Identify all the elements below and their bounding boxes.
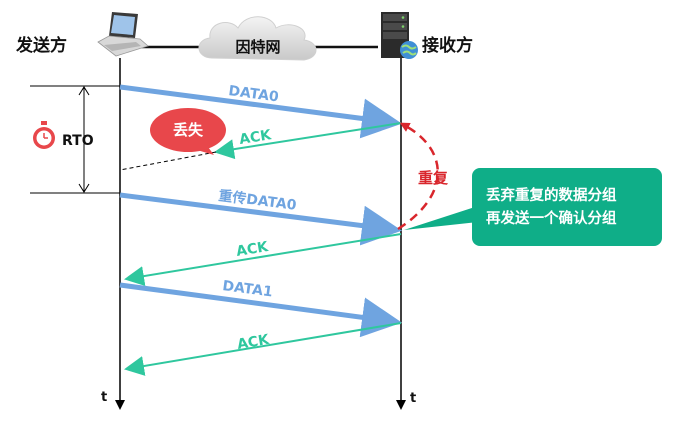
note-line1: 丢弃重复的数据分组 [486, 186, 617, 204]
ack-lost-arrow [214, 122, 402, 160]
sender-label: 发送方 [15, 35, 67, 56]
ack-lost-label: ACK [238, 127, 273, 148]
note-box [404, 168, 662, 246]
note-line2: 再发送一个确认分组 [486, 209, 617, 227]
ack-3-arrow [124, 322, 402, 376]
retransmit-data0-arrow [119, 192, 402, 246]
stopwatch-icon [33, 121, 55, 149]
server-icon [381, 12, 418, 59]
data1-arrow [119, 282, 402, 338]
ack-3-label: ACK [236, 332, 271, 353]
ack-2-arrow [124, 233, 402, 286]
duplicate-arc [397, 122, 439, 231]
data0-arrow [119, 84, 402, 139]
rto-label: RTO [62, 133, 94, 149]
receiver-label: 接收方 [422, 35, 473, 56]
loss-bubble [150, 108, 226, 155]
receiver-time-label: t [410, 391, 416, 406]
network-label: 因特网 [235, 38, 280, 56]
data0-label: DATA0 [227, 83, 279, 105]
ack-lost-dashed [119, 151, 217, 171]
cloud-icon [198, 16, 317, 61]
data1-label: DATA1 [221, 278, 273, 300]
loss-label: 丢失 [173, 121, 204, 139]
duplicate-label: 重复 [418, 169, 449, 187]
sender-time-label: t [101, 390, 107, 405]
laptop-icon [97, 12, 149, 57]
ack-2-label: ACK [235, 239, 270, 260]
